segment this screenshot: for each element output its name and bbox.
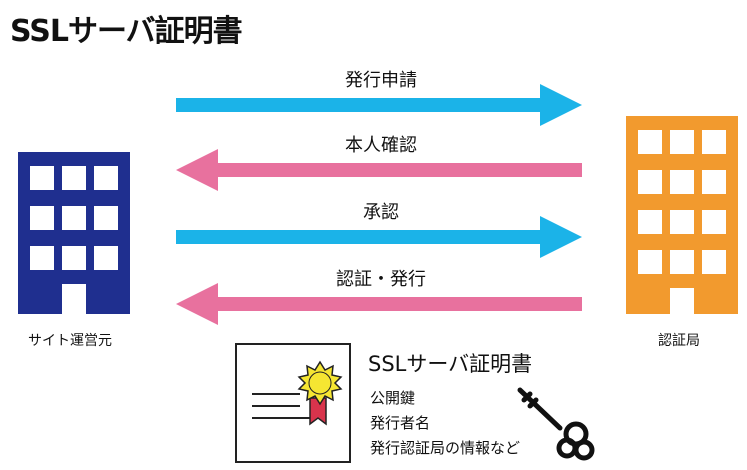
certificate-authority-building [626, 116, 738, 316]
site-operator-building [18, 152, 130, 316]
certificate-item-public-key: 公開鍵 [370, 389, 416, 407]
arrow-issuance [176, 283, 582, 325]
arrow-verification [176, 149, 582, 191]
page-title: SSLサーバ証明書 [10, 14, 243, 49]
certificate-title: SSLサーバ証明書 [368, 352, 533, 376]
arrow-label-verification: 本人確認 [345, 135, 417, 156]
arrow-label-request: 発行申請 [345, 70, 417, 91]
site-operator-label: サイト運営元 [28, 333, 112, 349]
key-icon [517, 387, 595, 461]
arrow-label-approval: 承認 [363, 202, 399, 223]
arrow-request [176, 84, 582, 126]
certificate-item-issuer: 発行者名 [370, 414, 431, 432]
certificate-document [235, 343, 351, 463]
certificate-authority-label: 認証局 [658, 333, 700, 349]
ribbon-seal-icon [297, 360, 343, 426]
arrow-approval [176, 216, 582, 258]
arrow-label-issuance: 認証・発行 [336, 269, 426, 290]
certificate-item-ca-info: 発行認証局の情報など [370, 439, 521, 457]
